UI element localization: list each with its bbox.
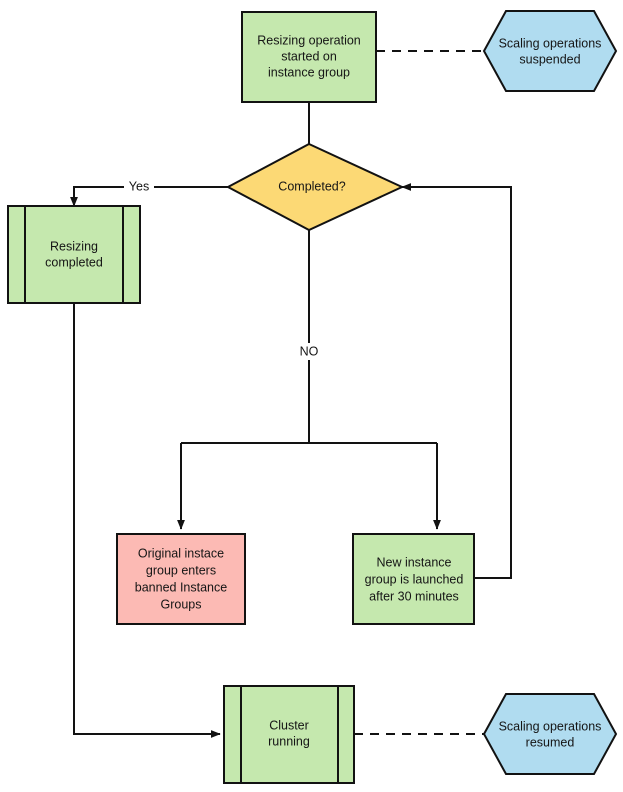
scaling-resumed-label-line1: Scaling operations — [499, 719, 602, 733]
node-original-banned[interactable]: Original instace group enters banned Ins… — [116, 533, 246, 625]
edge-label-yes-backdrop — [124, 179, 154, 195]
cluster-running-box — [223, 685, 355, 784]
original-banned-label-line3: banned Instance — [135, 580, 227, 594]
edge-label-no-group: NO — [294, 343, 324, 360]
edge-resizing-completed-to-cluster-running — [73, 303, 221, 738]
cluster-running-label-line1: Cluster — [269, 718, 309, 732]
node-resizing-completed[interactable]: Resizing completed — [7, 205, 141, 304]
scaling-suspended-label-line1: Scaling operations — [499, 36, 602, 50]
edge-label-yes-group: Yes — [124, 179, 154, 195]
cluster-running-label-line2: running — [268, 734, 310, 748]
new-group-launched-label-line1: New instance — [376, 555, 451, 569]
new-group-launched-label-line2: group is launched — [365, 572, 464, 586]
node-completed-decision[interactable]: Completed? — [225, 142, 405, 232]
node-resizing-started[interactable]: Resizing operation started on instance g… — [241, 11, 377, 103]
original-banned-label-line4: Groups — [161, 597, 202, 611]
node-scaling-resumed[interactable]: Scaling operations resumed — [482, 693, 618, 775]
resizing-started-box — [241, 11, 377, 103]
resizing-started-label-line2: started on — [281, 49, 337, 63]
edge-label-no-backdrop — [294, 343, 324, 360]
original-banned-label-line1: Original instace — [138, 546, 224, 560]
node-scaling-suspended[interactable]: Scaling operations suspended — [482, 10, 618, 92]
scaling-suspended-hexagon — [482, 10, 618, 92]
scaling-resumed-hexagon — [482, 693, 618, 775]
scaling-resumed-label-line2: resumed — [526, 735, 575, 749]
original-banned-label-line2: group enters — [146, 563, 216, 577]
completed-decision-diamond — [225, 142, 405, 232]
resizing-completed-label-line1: Resizing — [50, 239, 98, 253]
completed-decision-label: Completed? — [278, 179, 345, 193]
resizing-completed-box — [7, 205, 141, 304]
new-group-launched-label-line3: after 30 minutes — [369, 589, 459, 603]
original-banned-box — [116, 533, 246, 625]
edge-decision-yes-to-resizing-completed — [70, 186, 228, 207]
resizing-started-label-line3: instance group — [268, 65, 350, 79]
resizing-started-label-line1: Resizing operation — [257, 33, 361, 47]
node-cluster-running[interactable]: Cluster running — [223, 685, 355, 784]
new-group-launched-box — [352, 533, 475, 625]
edge-label-yes: Yes — [129, 179, 149, 193]
edge-label-no: NO — [300, 344, 319, 358]
scaling-suspended-label-line2: suspended — [519, 52, 580, 66]
node-new-group-launched[interactable]: New instance group is launched after 30 … — [352, 533, 475, 625]
edge-new-group-back-to-decision — [401, 183, 512, 579]
resizing-completed-label-line2: completed — [45, 255, 103, 269]
